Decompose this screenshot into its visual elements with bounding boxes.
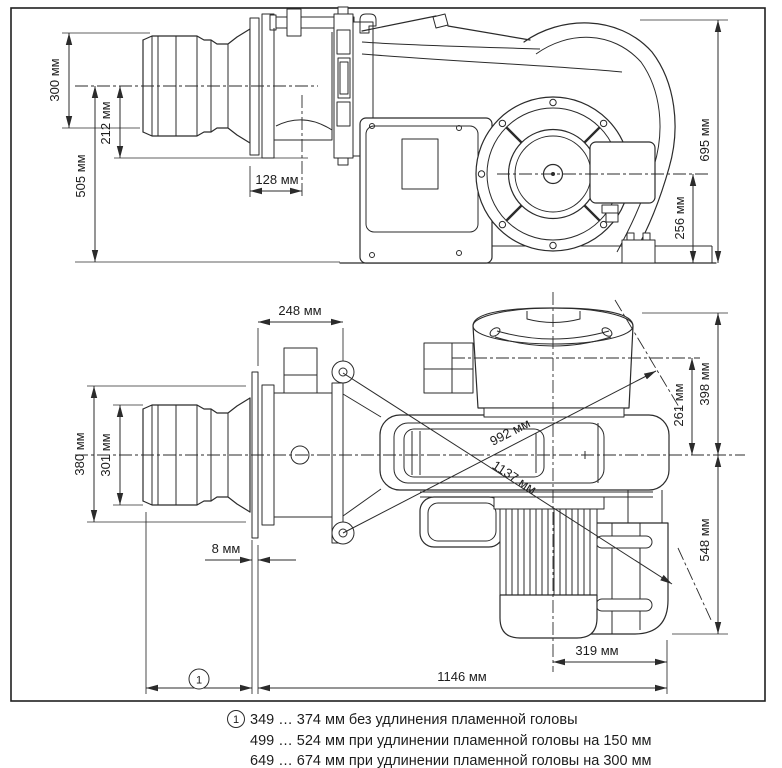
dim-width-8: 8 мм [205,540,296,694]
footnote: 1 349 … 374 мм без удлинения пламенной г… [227,710,652,768]
footnote-marker: 1 [233,714,239,726]
vent-slot-top [595,535,653,549]
dim-label-300: 300 мм [47,58,62,101]
callout-circle [188,668,210,690]
dim-label-380: 380 мм [72,432,87,475]
display-window [401,138,439,190]
side-view: 300 мм 505 мм 212 мм 128 мм 695 мм 256 м… [47,6,728,264]
callout-number: 1 [196,675,202,687]
dim-label-1146: 1146 мм [437,669,487,684]
dim-callout-length: 1 [145,512,252,694]
dim-label-128: 128 мм [255,172,298,187]
footnote-line-1: 349 … 374 мм без удлинения пламенной гол… [250,712,578,728]
dim-height-505: 505 мм [73,86,340,263]
vent-slot-bottom [595,598,653,612]
dim-label-256: 256 мм [672,196,687,239]
dim-label-398: 398 мм [697,362,712,405]
dim-height-212: 212 мм [98,86,308,159]
footnote-marker-circle [227,710,245,728]
dim-label-505: 505 мм [73,154,88,197]
dim-label-8: 8 мм [212,541,241,556]
dim-height-548: 548 мм [672,455,728,635]
footnote-line-2: 499 … 524 мм при удлинении пламенной гол… [250,733,652,749]
dim-label-319: 319 мм [575,643,618,658]
dim-label-248: 248 мм [278,303,321,318]
gas-valve-block [423,342,474,394]
control-panel [359,117,493,264]
dim-height-695: 695 мм [640,19,728,263]
hinge-lug-top [331,360,355,384]
rear-housing [589,522,669,635]
dim-height-398: 398 мм [642,312,728,455]
drawing-border [10,7,766,702]
dim-height-261: 261 мм [671,358,696,455]
mounting-flange-plan [251,347,382,545]
servo-drive [423,307,634,418]
dim-label-548: 548 мм [697,518,712,561]
fan-motor-plan [493,496,605,639]
dim-label-695: 695 мм [697,118,712,161]
plan-view: 992 мм 1137 мм 248 мм 380 мм 301 мм [72,292,745,694]
fan-motor-side [589,141,656,223]
dim-height-256: 256 мм [672,174,697,263]
dim-width-248: 248 мм [257,303,344,366]
dim-label-301: 301 мм [98,433,113,476]
mounting-flange-side [249,6,377,166]
dim-height-300: 300 мм [47,32,150,129]
fan-housing-plan [379,414,670,523]
ignition-unit [283,347,318,376]
dim-width-1146: 1146 мм [258,640,668,694]
dim-width-319: 319 мм [553,643,667,666]
dim-label-261: 261 мм [671,383,686,426]
dim-label-212: 212 мм [98,101,113,144]
dim-height-301: 301 мм [98,404,143,506]
dim-width-128: 128 мм [249,166,302,197]
dim-height-380: 380 мм [72,385,246,523]
footnote-line-3: 649 … 674 мм при удлинении пламенной гол… [250,753,652,768]
